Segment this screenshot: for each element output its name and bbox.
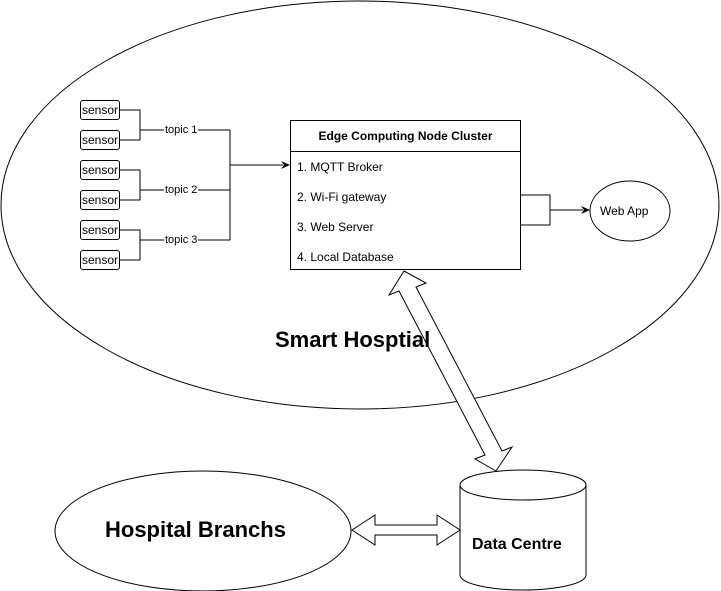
web-app-ellipse — [589, 180, 671, 242]
sensor-box: sensor — [80, 190, 120, 210]
data-centre-cylinder — [459, 469, 587, 591]
hospital-branches-label: Hospital Branchs — [105, 517, 286, 542]
sensor-box: sensor — [80, 160, 120, 180]
cluster-title: Edge Computing Node Cluster — [291, 121, 520, 152]
web-app-label: Web App — [600, 204, 649, 218]
cluster-item: 2. Wi-Fi gateway — [297, 190, 387, 204]
cluster-datacentre-double-arrow — [387, 270, 514, 472]
sensor-box: sensor — [80, 250, 120, 270]
hospital-branches-ellipse — [54, 470, 352, 591]
smart-hospital-label: Smart Hosptial — [275, 327, 431, 352]
topic-label: topic 2 — [164, 184, 199, 196]
cluster-webapp-connector — [521, 194, 583, 226]
topic-label: topic 1 — [164, 124, 199, 136]
cluster-item: 3. Web Server — [297, 220, 374, 234]
sensor-box: sensor — [80, 220, 120, 240]
sensor-box: sensor — [80, 130, 120, 150]
edge-computing-cluster: Edge Computing Node Cluster 1. MQTT Brok… — [290, 120, 521, 270]
arrowhead-to-webapp — [581, 206, 590, 214]
cluster-item: 4. Local Database — [297, 250, 394, 264]
arrowhead-to-cluster — [281, 161, 290, 169]
branches-datacentre-double-arrow — [351, 514, 461, 546]
sensor-box: sensor — [80, 100, 120, 120]
topic-label: topic 3 — [164, 234, 199, 246]
cluster-item: 1. MQTT Broker — [297, 160, 383, 174]
data-centre-label: Data Centre — [472, 536, 562, 553]
